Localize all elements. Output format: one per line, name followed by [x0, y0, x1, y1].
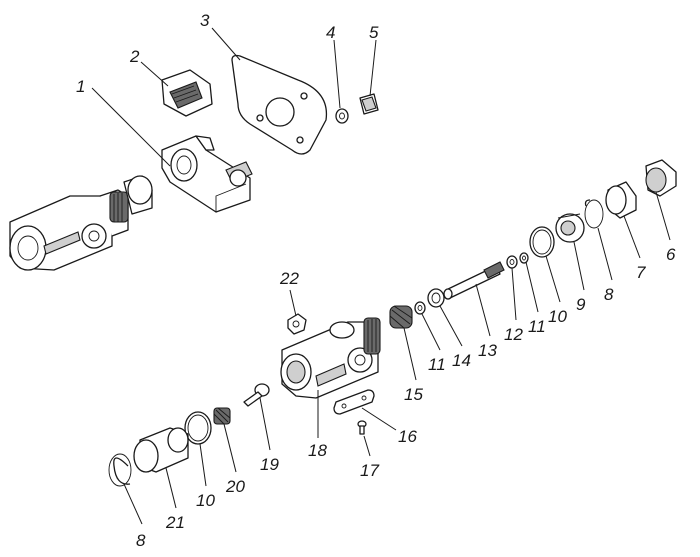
- part-9-plug: [555, 213, 585, 243]
- callout-22: 22: [279, 269, 299, 288]
- part-15-spring: [389, 305, 413, 329]
- callout-7: 7: [636, 263, 646, 282]
- callout-10-lower: 10: [196, 491, 215, 510]
- part-18-valve-body: [280, 317, 381, 399]
- callout-21: 21: [165, 513, 185, 532]
- part-21-piston: [133, 427, 189, 473]
- part-13-shaft: [443, 261, 505, 300]
- part-3-plate: [231, 54, 328, 155]
- callout-8-lower: 8: [136, 531, 146, 550]
- part-11-center-washer: [414, 301, 426, 315]
- callout-2: 2: [129, 47, 140, 66]
- part-5-bolt: [359, 93, 379, 115]
- callout-20: 20: [225, 477, 245, 496]
- callout-18: 18: [308, 441, 327, 460]
- callout-labels: 1 2 3 4 5 6 7 8 9 10 11 12 13 14 11 15 1…: [76, 11, 676, 550]
- callout-1: 1: [76, 77, 85, 96]
- part-16-cover-plate: [333, 389, 375, 415]
- callout-8-upper: 8: [604, 285, 614, 304]
- callout-15: 15: [404, 385, 423, 404]
- callout-6: 6: [666, 245, 676, 264]
- callout-5: 5: [369, 23, 379, 42]
- part-7-boot: [605, 181, 637, 219]
- callout-11-center: 11: [428, 355, 446, 374]
- callout-19: 19: [260, 455, 279, 474]
- callout-10-upper: 10: [548, 307, 567, 326]
- part-1-bracket: [161, 135, 253, 213]
- part-14-ring: [427, 288, 445, 308]
- callout-13: 13: [478, 341, 497, 360]
- part-11-right-washer: [519, 252, 529, 264]
- callout-11-right: 11: [528, 317, 546, 336]
- part-17-screw: [357, 420, 367, 435]
- callout-3: 3: [200, 11, 210, 30]
- part-20-spring: [213, 407, 231, 425]
- part-2-hex-nut: [161, 69, 213, 117]
- part-4-washer: [335, 108, 349, 124]
- callout-17: 17: [360, 461, 379, 480]
- assembled-valve-unit: [9, 175, 153, 271]
- callout-14: 14: [452, 351, 471, 370]
- callout-9: 9: [576, 295, 586, 314]
- part-12-small-washer: [506, 255, 518, 269]
- part-10-upper-o-ring: [529, 226, 555, 258]
- part-22-small-nut: [287, 313, 307, 335]
- part-8-upper-snap-ring: [584, 199, 604, 229]
- part-10-lower-o-ring: [184, 411, 212, 445]
- part-19-pin: [243, 383, 270, 407]
- part-6-cap: [645, 159, 677, 197]
- leader-lines: [91, 27, 671, 525]
- callout-16: 16: [398, 427, 417, 446]
- callout-4: 4: [326, 23, 335, 42]
- callout-12: 12: [504, 325, 523, 344]
- part-8-lower-snap-ring: [108, 453, 132, 487]
